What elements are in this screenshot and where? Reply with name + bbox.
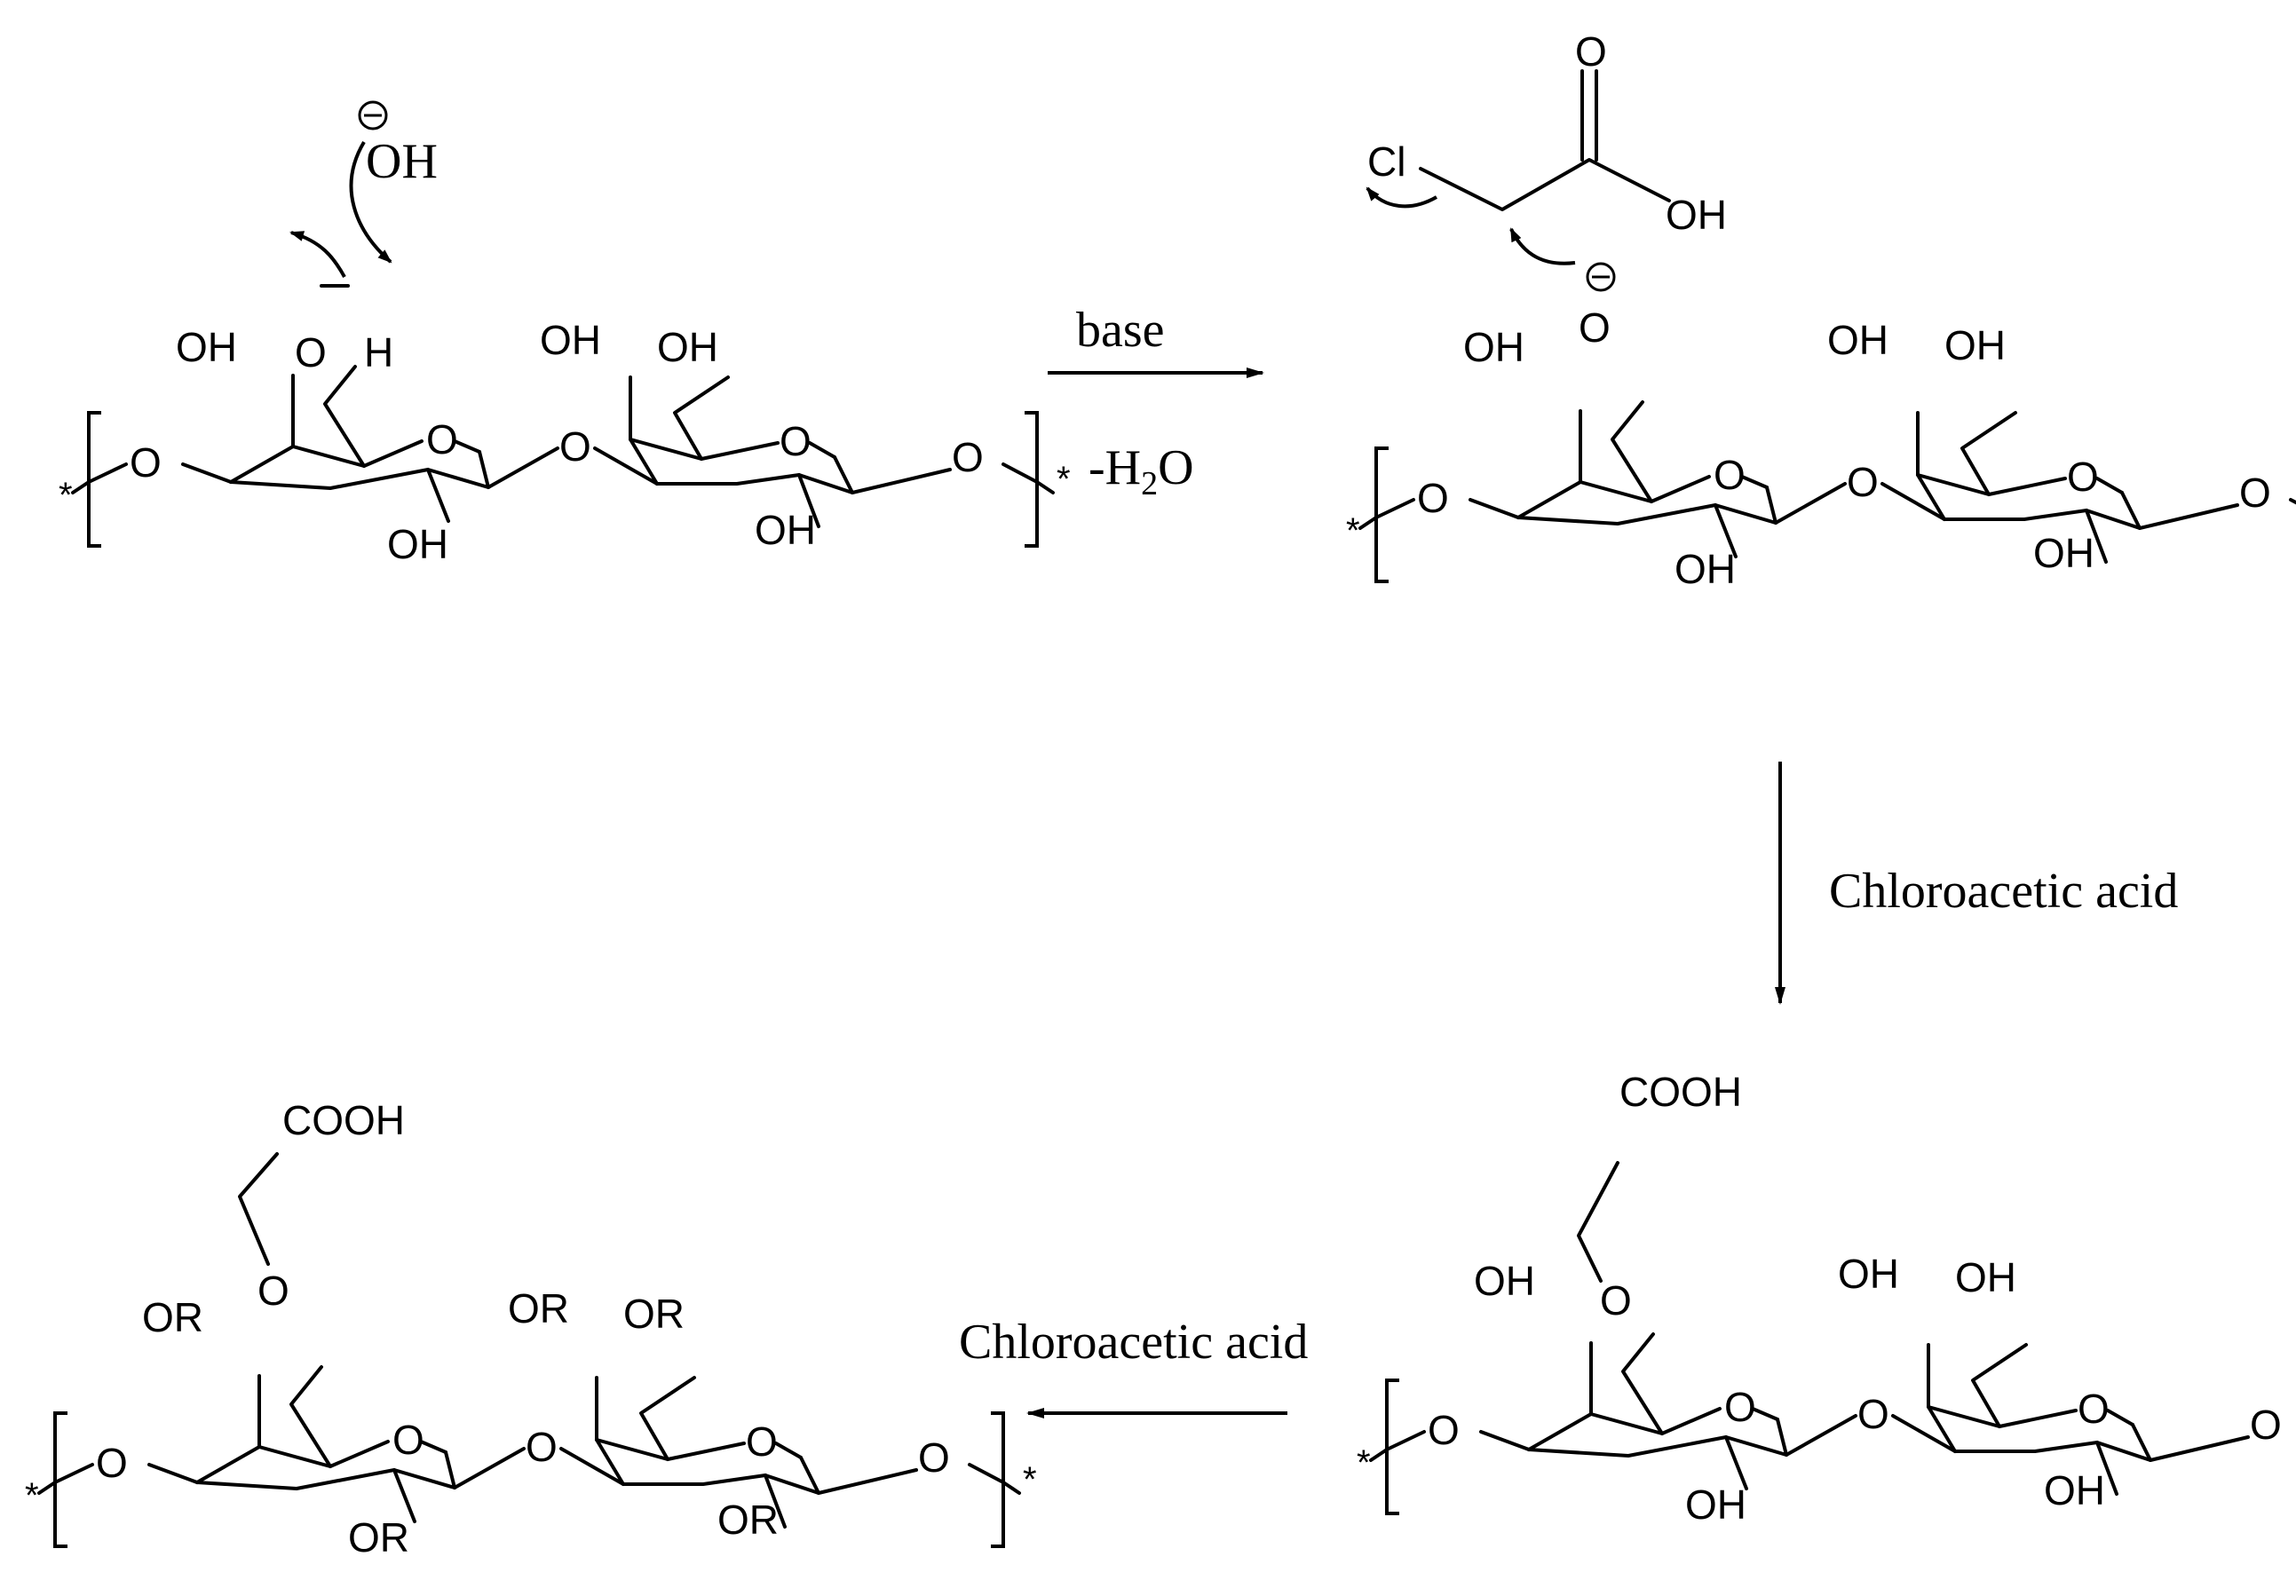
- cellulose-unit-reactant: OH O H OH OH OH OH: [57, 317, 1073, 567]
- cellulose-unit-monosubstituted: OH O OH OH OH OH: [1355, 1251, 2296, 1528]
- chlorine-label: Cl: [1367, 138, 1405, 185]
- substituent-oh-c6b: OH: [1955, 1254, 2016, 1300]
- substituent-oh-c6b: OH: [657, 324, 718, 370]
- substituent-oh-c2b: OH: [2044, 1467, 2105, 1513]
- substituent-oh-c4b: OH: [540, 317, 601, 363]
- step3-label: Chloroacetic acid: [959, 1315, 1308, 1370]
- carboxymethyl-chain: [238, 1152, 279, 1266]
- step1-label-water: -H2O: [1089, 440, 1194, 502]
- step1-label-base: base: [1076, 303, 1165, 358]
- ether-oxygen: O: [257, 1268, 289, 1314]
- substituent-or-c2: OR: [348, 1514, 409, 1560]
- substituent-oh-c2: OH: [1674, 546, 1736, 592]
- substituent-oh-c2: OH: [387, 521, 448, 567]
- carboxymethyl-chain: [1577, 1161, 1619, 1283]
- step2-label: Chloroacetic acid: [1829, 864, 2178, 919]
- substituent-oh-c4: OH: [176, 324, 237, 370]
- ether-oxygen: O: [1600, 1277, 1632, 1323]
- negative-charge-icon: [358, 100, 388, 130]
- curly-arrow-nucleophilic-attack: [1509, 227, 1576, 265]
- substituent-oh-c4b: OH: [1827, 317, 1888, 363]
- substituent-oh-c2b: OH: [2033, 530, 2094, 576]
- hydroxide-ion: OH: [358, 100, 438, 189]
- carboxyl-group-label: COOH: [282, 1097, 405, 1143]
- carboxymethyl-cellulose-product: OR O OR OR OR OR: [23, 1268, 1039, 1560]
- substituent-oh-c2b: OH: [755, 507, 816, 553]
- hydroxide-label: OH: [366, 134, 438, 189]
- alkoxide-oxygen: O: [1579, 304, 1611, 351]
- curly-arrow-chloride-leaving: [1366, 186, 1437, 209]
- step3-arrow: Chloroacetic acid: [959, 1315, 1308, 1418]
- substituent-h-c6: H: [364, 329, 393, 375]
- step2-arrow: Chloroacetic acid: [1775, 762, 2178, 1005]
- curly-arrow-oh-bond: [289, 231, 346, 278]
- substituent-or-c4b: OR: [508, 1285, 569, 1331]
- substituent-or-c6b: OR: [623, 1291, 685, 1337]
- substituent-oh-c4b: OH: [1838, 1251, 1899, 1297]
- carboxyl-group-label: COOH: [1619, 1069, 1742, 1115]
- alkoxide-charge-icon: [1586, 262, 1616, 292]
- step1-arrow: base -H2O: [1048, 303, 1264, 502]
- substituent-oh-c4: OH: [1474, 1258, 1535, 1304]
- hydroxyl-label: OH: [1666, 192, 1727, 238]
- substituent-o-c6: O: [295, 329, 327, 375]
- substituent-or-c4: OR: [142, 1294, 203, 1340]
- cellulose-unit-alkoxide: OH O OH OH OH OH: [1344, 304, 2296, 592]
- substituent-oh-c6b: OH: [1944, 322, 2006, 368]
- curly-arrow-deprotonation: [349, 140, 392, 264]
- chloroacetic-acid-reagent: Cl O OH: [1367, 28, 1727, 238]
- substituent-or-c2b: OR: [717, 1497, 779, 1543]
- substituent-oh-c4: OH: [1463, 324, 1524, 370]
- carbonyl-oxygen-label: O: [1575, 28, 1607, 75]
- substituent-oh-c2: OH: [1685, 1481, 1746, 1528]
